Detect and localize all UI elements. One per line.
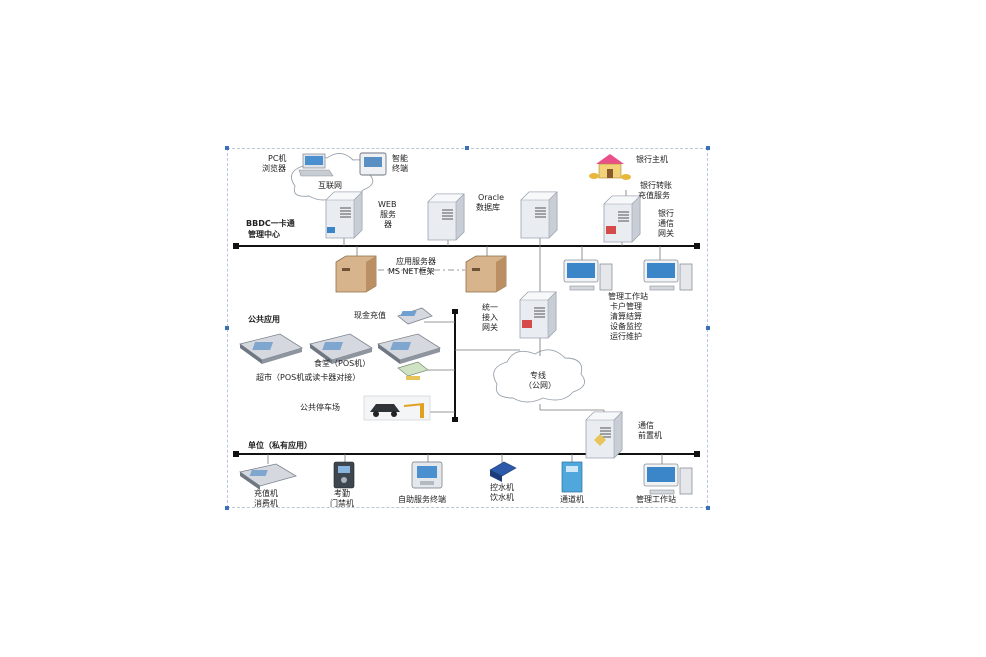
frame-handle[interactable] bbox=[465, 146, 469, 150]
water-label-2: 饮水机 bbox=[490, 492, 514, 502]
admin-workstation-icon-1 bbox=[563, 259, 613, 291]
bank-gateway-label-1: 银行 bbox=[658, 208, 674, 218]
center-label-1: BBDC一卡通 bbox=[246, 218, 295, 228]
attendance-label-1: 考勤 bbox=[334, 488, 350, 498]
bank-host-label: 银行主机 bbox=[636, 154, 668, 164]
unified-gateway-label-2: 接入 bbox=[482, 312, 498, 322]
bottom-admin-ws-label: 管理工作站 bbox=[636, 494, 676, 504]
supermarket-label: 超市（POS机或读卡器对接） bbox=[256, 372, 360, 382]
recharge-consume-label-2: 消费机 bbox=[254, 498, 278, 508]
private-line-label-1: 专线 bbox=[530, 370, 546, 380]
unified-gateway-label-1: 统一 bbox=[482, 302, 498, 312]
admin-station-label-3: 清算结算 bbox=[610, 311, 642, 321]
recharge-terminal-icon bbox=[397, 307, 433, 325]
web-server-label-3: 器 bbox=[384, 220, 392, 229]
public-app-label: 公共应用 bbox=[248, 314, 280, 324]
bank-gateway-label-3: 网关 bbox=[658, 228, 674, 238]
water-label-1: 控水机 bbox=[490, 482, 514, 492]
app-server-icon-1 bbox=[335, 255, 377, 293]
self-service-label: 自助服务终端 bbox=[398, 494, 446, 504]
center-label-2: 管理中心 bbox=[248, 229, 280, 239]
app-server-icon-2 bbox=[465, 255, 507, 293]
bank-transfer-label-1: 银行转账 bbox=[640, 180, 672, 190]
parking-icon bbox=[363, 395, 431, 421]
pos-terminal-icon-3 bbox=[377, 333, 441, 365]
bank-host-icon bbox=[589, 154, 631, 180]
comm-unit-label-2: 前置机 bbox=[638, 430, 662, 440]
private-line-cloud bbox=[493, 349, 586, 403]
recharge-consume-label-1: 充值机 bbox=[254, 488, 278, 498]
pc-browser-label-2: 浏览器 bbox=[262, 163, 286, 173]
oracle-db-server-icon bbox=[520, 191, 558, 239]
card-reader-icon bbox=[397, 361, 429, 380]
channel-label: 通道机 bbox=[560, 494, 584, 504]
oracle-label-2: 数据库 bbox=[476, 202, 500, 212]
frame-handle[interactable] bbox=[706, 326, 710, 330]
pos-terminal-icon-1 bbox=[239, 333, 303, 365]
internet-label: 互联网 bbox=[318, 181, 342, 190]
bottom-admin-ws-icon bbox=[643, 463, 693, 495]
unified-gateway-label-3: 网关 bbox=[482, 322, 498, 332]
frame-handle[interactable] bbox=[225, 326, 229, 330]
web-server-label-2: 服务 bbox=[380, 209, 396, 219]
admin-workstation-icon-2 bbox=[643, 259, 693, 291]
db-server-icon bbox=[427, 193, 465, 241]
private-line-label-2: （公网） bbox=[524, 381, 556, 390]
oracle-label-1: Oracle bbox=[478, 193, 504, 202]
web-server-label-1: WEB bbox=[378, 200, 396, 209]
attendance-label-2: 门禁机 bbox=[330, 498, 354, 508]
app-server-label-2: MS NET框架 bbox=[388, 266, 434, 276]
recharge-label: 现金充值 bbox=[354, 310, 386, 320]
parking-label: 公共停车场 bbox=[300, 402, 340, 412]
smart-terminal-label-2: 终端 bbox=[392, 163, 408, 173]
admin-station-label-4: 设备监控 bbox=[610, 321, 642, 331]
water-control-icon bbox=[489, 461, 517, 482]
admin-station-label-1: 管理工作站 bbox=[608, 291, 648, 301]
recharge-consume-icon bbox=[239, 463, 298, 490]
admin-station-label-5: 运行维护 bbox=[610, 331, 642, 341]
smart-terminal-icon bbox=[359, 152, 387, 176]
unit-private-label: 单位（私有应用） bbox=[248, 440, 312, 450]
bank-gateway-icon bbox=[603, 195, 641, 243]
pc-browser-icon bbox=[298, 153, 334, 177]
comm-unit-label-1: 通信 bbox=[638, 420, 654, 430]
bank-gateway-label-2: 通信 bbox=[658, 218, 674, 228]
frame-handle[interactable] bbox=[225, 146, 229, 150]
admin-station-label-2: 卡户管理 bbox=[610, 301, 642, 311]
smart-terminal-label-1: 智能 bbox=[392, 153, 408, 163]
bank-transfer-label-2: 充值服务 bbox=[638, 190, 670, 200]
app-server-label-1: 应用服务器 bbox=[396, 256, 436, 266]
frame-handle[interactable] bbox=[706, 506, 710, 510]
frame-handle[interactable] bbox=[225, 506, 229, 510]
frame-handle[interactable] bbox=[706, 146, 710, 150]
attendance-icon bbox=[333, 461, 355, 489]
canteen-label: 食堂（POS机） bbox=[314, 358, 370, 368]
channel-machine-icon bbox=[561, 461, 583, 493]
self-service-icon bbox=[411, 461, 443, 489]
comm-unit-icon bbox=[585, 411, 623, 459]
unified-gateway-icon bbox=[519, 291, 557, 339]
pc-browser-label-1: PC机 bbox=[268, 153, 286, 163]
